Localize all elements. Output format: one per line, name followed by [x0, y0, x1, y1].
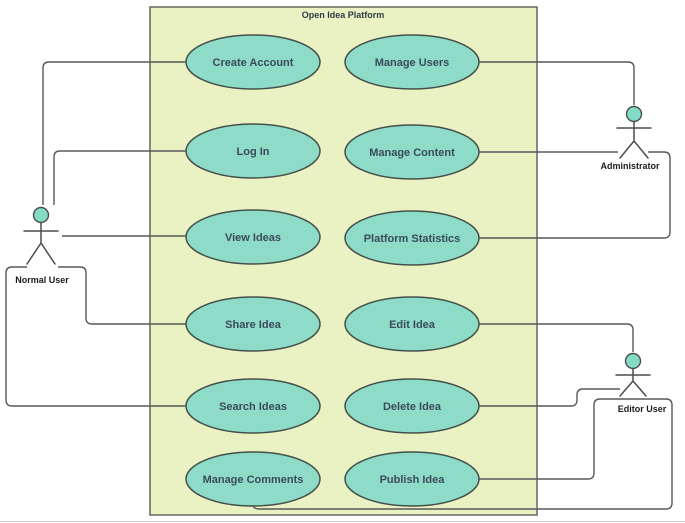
use-case-share-idea[interactable]: Share Idea — [185, 296, 321, 352]
use-case-ellipse[interactable] — [185, 123, 321, 179]
actor-label: Editor User — [618, 404, 667, 414]
connector-administrator-manage-users[interactable] — [479, 61, 635, 105]
connector-editor-user-publish-idea[interactable] — [479, 398, 633, 480]
use-case-create-account[interactable]: Create Account — [185, 34, 321, 90]
use-case-label: Manage Users — [375, 57, 450, 69]
connector-editor-user-manage-comments[interactable] — [252, 398, 673, 510]
use-case-manage-comments[interactable]: Manage Comments — [185, 451, 321, 507]
use-case-ellipse[interactable] — [185, 296, 321, 352]
connector-administrator-platform-statistics[interactable] — [479, 151, 671, 239]
actor-head-icon — [625, 105, 643, 123]
use-case-label: Edit Idea — [389, 319, 436, 331]
use-case-label: Log In — [237, 146, 270, 158]
actor-body-icon — [616, 120, 652, 159]
system-boundary-title: Open Idea Platform — [302, 10, 385, 20]
use-case-label: Delete Idea — [383, 401, 442, 413]
use-case-log-in[interactable]: Log In — [185, 123, 321, 179]
use-case-label: Platform Statistics — [364, 233, 461, 245]
actor-normal-user[interactable]: Normal User — [15, 206, 69, 286]
actor-editor-user[interactable]: Editor User — [615, 352, 667, 415]
use-case-label: View Ideas — [225, 232, 281, 244]
system-boundary-rect[interactable] — [149, 6, 538, 516]
system-boundary[interactable]: Open Idea Platform — [149, 6, 538, 516]
use-case-label: Manage Comments — [203, 474, 304, 486]
use-case-publish-idea[interactable]: Publish Idea — [344, 451, 480, 507]
use-case-label: Manage Content — [369, 147, 455, 159]
connector-normal-user-share-idea[interactable] — [58, 266, 186, 325]
use-case-ellipse[interactable] — [185, 378, 321, 434]
use-case-label: Search Ideas — [219, 401, 287, 413]
connector-normal-user-create-account[interactable] — [42, 61, 186, 205]
actor-body-icon — [23, 221, 59, 265]
actor-label: Administrator — [600, 161, 660, 171]
use-case-ellipse[interactable] — [185, 209, 321, 265]
use-case-ellipse[interactable] — [344, 34, 480, 90]
connector-editor-user-edit-idea[interactable] — [479, 323, 634, 352]
connector-editor-user-delete-idea[interactable] — [479, 388, 620, 407]
use-case-ellipse[interactable] — [344, 210, 480, 266]
use-case-edit-idea[interactable]: Edit Idea — [344, 296, 480, 352]
use-case-ellipse[interactable] — [185, 451, 321, 507]
connector-normal-user-search-ideas[interactable] — [5, 266, 186, 407]
use-case-label: Publish Idea — [380, 474, 446, 486]
use-case-platform-statistics[interactable]: Platform Statistics — [344, 210, 480, 266]
use-case-label: Create Account — [213, 57, 294, 69]
use-case-ellipse[interactable] — [344, 124, 480, 180]
actor-head-icon — [32, 206, 50, 224]
connectors — [5, 61, 673, 510]
use-case-ellipse[interactable] — [344, 378, 480, 434]
use-case-label: Share Idea — [225, 319, 282, 331]
use-case-manage-users[interactable]: Manage Users — [344, 34, 480, 90]
use-case-view-ideas[interactable]: View Ideas — [185, 209, 321, 265]
use-case-manage-content[interactable]: Manage Content — [344, 124, 480, 180]
use-case-ellipse[interactable] — [185, 34, 321, 90]
connector-normal-user-log-in[interactable] — [53, 150, 186, 205]
use-case-delete-idea[interactable]: Delete Idea — [344, 378, 480, 434]
use-case-search-ideas[interactable]: Search Ideas — [185, 378, 321, 434]
actor-body-icon — [615, 367, 651, 397]
actor-administrator[interactable]: Administrator — [600, 105, 660, 172]
actor-label: Normal User — [15, 275, 69, 285]
use-case-ellipse[interactable] — [344, 296, 480, 352]
use-case-ellipse[interactable] — [344, 451, 480, 507]
actor-head-icon — [624, 352, 642, 370]
